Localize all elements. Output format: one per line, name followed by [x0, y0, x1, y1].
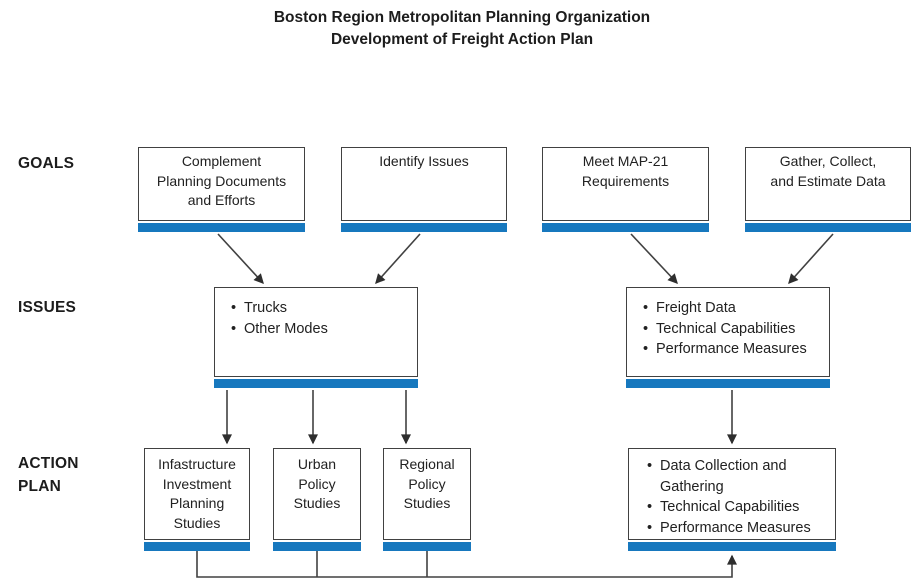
diagram-title: Boston Region Metropolitan Planning Orga…	[0, 7, 924, 51]
list-item: Trucks	[231, 298, 411, 319]
issues-data-list: Freight Data Technical Capabilities Perf…	[643, 298, 823, 360]
blue-bar	[626, 379, 830, 388]
blue-bar	[745, 223, 911, 232]
blue-bar	[542, 223, 709, 232]
goals-box-identify-issues-text: Identify Issues	[341, 147, 507, 221]
list-item: Technical Capabilities	[643, 319, 823, 340]
goals-box-complement-planning-text: Complement Planning Documents and Effort…	[138, 147, 305, 221]
row-label-issues: ISSUES	[18, 299, 77, 316]
action-box-infrastructure-studies-text: Infastructure Investment Planning Studie…	[144, 448, 250, 540]
list-item: Data Collection and Gathering	[647, 456, 829, 497]
arrow-goal2-to-issues-left	[375, 233, 421, 285]
goals-box-complement-planning: Complement Planning Documents and Effort…	[138, 147, 305, 232]
blue-bar	[628, 542, 836, 551]
action-box-regional-policy-text: Regional Policy Studies	[383, 448, 471, 540]
goals-box-identify-issues: Identify Issues	[341, 147, 507, 232]
action-box-urban-policy: Urban Policy Studies	[273, 448, 361, 551]
blue-bar	[341, 223, 507, 232]
arrow-goal4-to-issues-right	[788, 233, 834, 285]
list-item: Freight Data	[643, 298, 823, 319]
action-data-list: Data Collection and Gathering Technical …	[647, 456, 829, 538]
goals-box-gather-data: Gather, Collect, and Estimate Data	[745, 147, 911, 232]
goals-box-gather-data-text: Gather, Collect, and Estimate Data	[745, 147, 911, 221]
arrow-goal3-to-issues-right	[630, 233, 678, 285]
list-item: Performance Measures	[647, 518, 829, 539]
row-label-goals: GOALS	[18, 155, 75, 172]
action-box-regional-policy: Regional Policy Studies	[383, 448, 471, 551]
goals-box-map21-requirements-text: Meet MAP-21 Requirements	[542, 147, 709, 221]
blue-bar	[383, 542, 471, 551]
issues-box-modes: Trucks Other Modes	[214, 287, 418, 388]
list-item: Other Modes	[231, 319, 411, 340]
diagram-title-line1: Boston Region Metropolitan Planning Orga…	[273, 9, 651, 26]
blue-bar	[273, 542, 361, 551]
blue-bar	[138, 223, 305, 232]
action-box-infrastructure-studies: Infastructure Investment Planning Studie…	[144, 448, 250, 551]
action-box-urban-policy-text: Urban Policy Studies	[273, 448, 361, 540]
feedback-line-to-data-collection	[196, 551, 737, 578]
diagram-title-line2: Development of Freight Action Plan	[330, 31, 594, 48]
blue-bar	[144, 542, 250, 551]
action-box-data-collection: Data Collection and Gathering Technical …	[628, 448, 836, 551]
blue-bar	[214, 379, 418, 388]
issues-modes-list: Trucks Other Modes	[231, 298, 411, 339]
row-label-action-plan: ACTION PLAN	[18, 455, 79, 495]
goals-box-map21-requirements: Meet MAP-21 Requirements	[542, 147, 709, 232]
list-item: Performance Measures	[643, 339, 823, 360]
arrow-goal1-to-issues-left	[217, 233, 264, 285]
list-item: Technical Capabilities	[647, 497, 829, 518]
issues-box-data: Freight Data Technical Capabilities Perf…	[626, 287, 830, 388]
